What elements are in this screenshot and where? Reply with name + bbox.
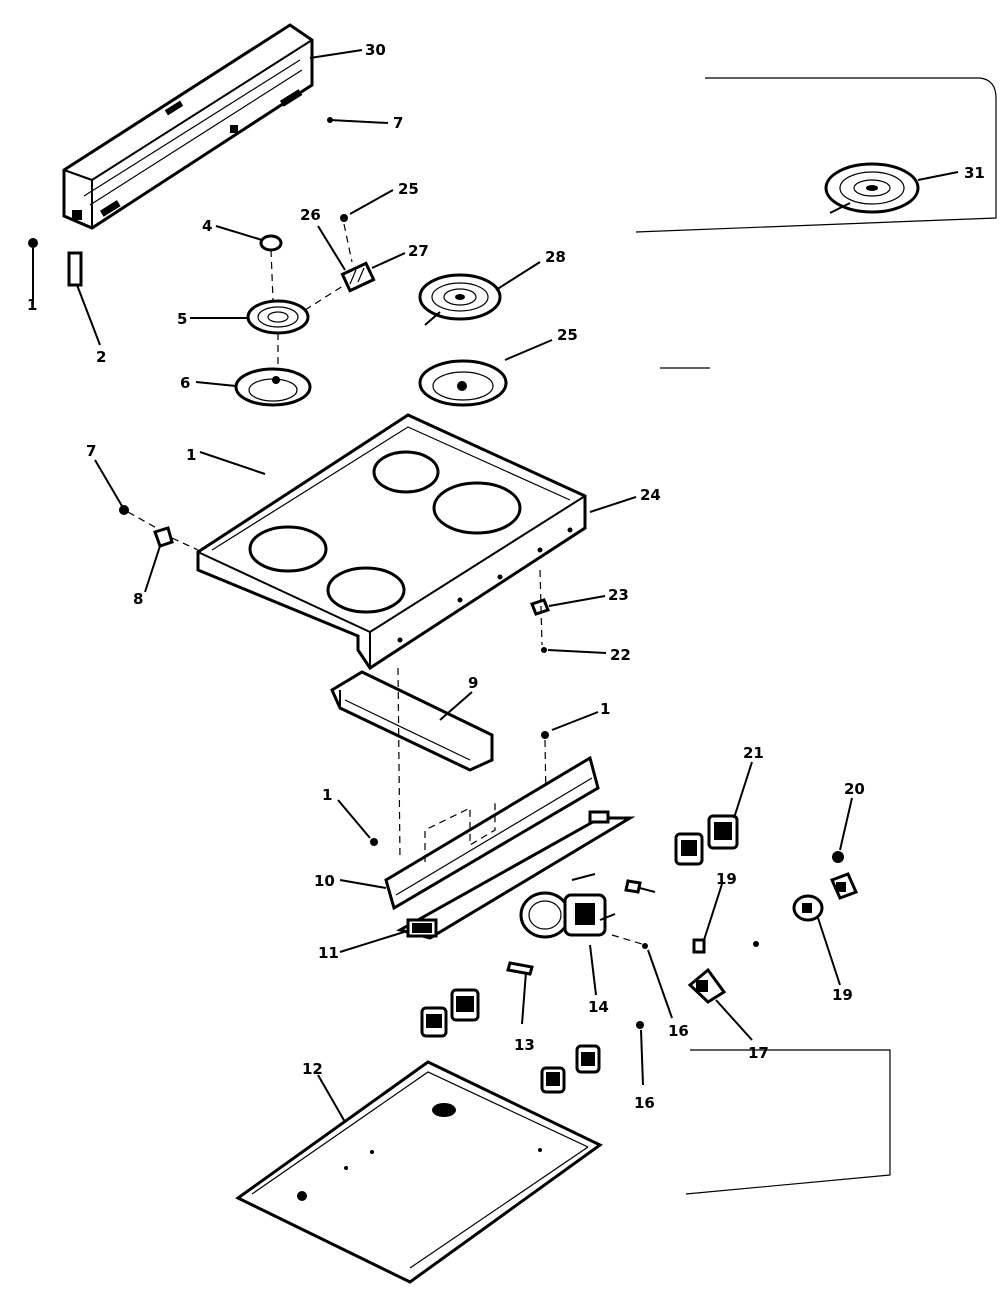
callout-10-right: 19 — [832, 986, 853, 1004]
inset-panel-lower-outline — [660, 367, 891, 1195]
infinite-switch-14 — [519, 873, 616, 996]
knob-20 — [829, 797, 859, 900]
callout-13: 13 — [514, 1036, 535, 1054]
callout-5: 5 — [177, 310, 187, 328]
bracket-part-2 — [67, 251, 101, 346]
terminal-block-27 — [317, 225, 406, 293]
callout-27: 27 — [408, 242, 429, 260]
callout-4: 4 — [202, 217, 212, 235]
callout-labels: 30 7 31 1 2 4 26 25 27 28 5 6 25 1 7 8 2… — [27, 41, 985, 1112]
callout-28: 28 — [545, 248, 566, 266]
screw-16-bottom — [636, 1021, 644, 1086]
callout-16-mid: 16 — [668, 1022, 689, 1040]
backguard-panel — [62, 23, 314, 230]
knob-10-right — [792, 894, 841, 986]
callout-1-rail: 1 — [322, 786, 332, 804]
bracket-9 — [330, 667, 494, 861]
screw-1-left — [337, 799, 378, 846]
callout-16-bottom: 16 — [634, 1094, 655, 1112]
callout-7-top: 7 — [393, 114, 403, 132]
surface-element-28 — [418, 261, 541, 326]
callout-14: 14 — [588, 998, 609, 1016]
screw-25-top — [340, 189, 394, 263]
screw-part-1 — [28, 238, 38, 300]
front-rail-10 — [339, 755, 600, 911]
knob-17 — [687, 967, 753, 1041]
callout-11: 11 — [318, 944, 339, 962]
lamp-19 — [692, 883, 759, 954]
inset-panel-outline — [635, 77, 997, 233]
knob-pair-center — [540, 1044, 601, 1094]
screw-22 — [539, 569, 607, 654]
screw-7-left — [94, 459, 161, 531]
screw-13 — [506, 961, 534, 1025]
callout-12: 12 — [302, 1060, 323, 1078]
callout-25-top: 25 — [398, 180, 419, 198]
callout-7-left: 7 — [86, 442, 96, 460]
callout-23: 23 — [608, 586, 629, 604]
drip-bowl-25 — [418, 339, 553, 407]
surface-element-31 — [824, 162, 959, 214]
surface-element-5 — [190, 249, 347, 370]
callout-24: 24 — [640, 486, 661, 504]
manifold-11 — [339, 810, 636, 953]
callout-8: 8 — [133, 590, 143, 608]
callout-30: 30 — [365, 41, 386, 59]
clip-23 — [530, 595, 606, 616]
callout-25-mid: 25 — [557, 326, 578, 344]
callout-9: 9 — [468, 674, 478, 692]
knob-cap-4 — [215, 225, 283, 252]
callout-6: 6 — [180, 374, 190, 392]
knob-pair-left — [420, 988, 480, 1038]
callout-21: 21 — [743, 744, 764, 762]
callout-20: 20 — [844, 780, 865, 798]
callout-31: 31 — [964, 164, 985, 182]
callout-1-right: 1 — [600, 700, 610, 718]
callout-1-left: 1 — [27, 296, 37, 314]
screw-16-mid — [611, 879, 673, 1019]
callout-2: 2 — [96, 348, 106, 366]
callout-22: 22 — [610, 646, 631, 664]
drip-bowl-6 — [195, 367, 312, 407]
callout-10-left: 10 — [314, 872, 335, 890]
clip-8 — [144, 526, 199, 593]
callout-17: 17 — [748, 1044, 769, 1062]
callout-19-top: 19 — [716, 870, 737, 888]
bottom-panel-12 — [235, 1060, 603, 1284]
callout-26: 26 — [300, 206, 321, 224]
switch-pair-21 — [674, 761, 753, 866]
cooktop-24 — [196, 413, 637, 671]
callout-1-cooktop: 1 — [186, 446, 196, 464]
